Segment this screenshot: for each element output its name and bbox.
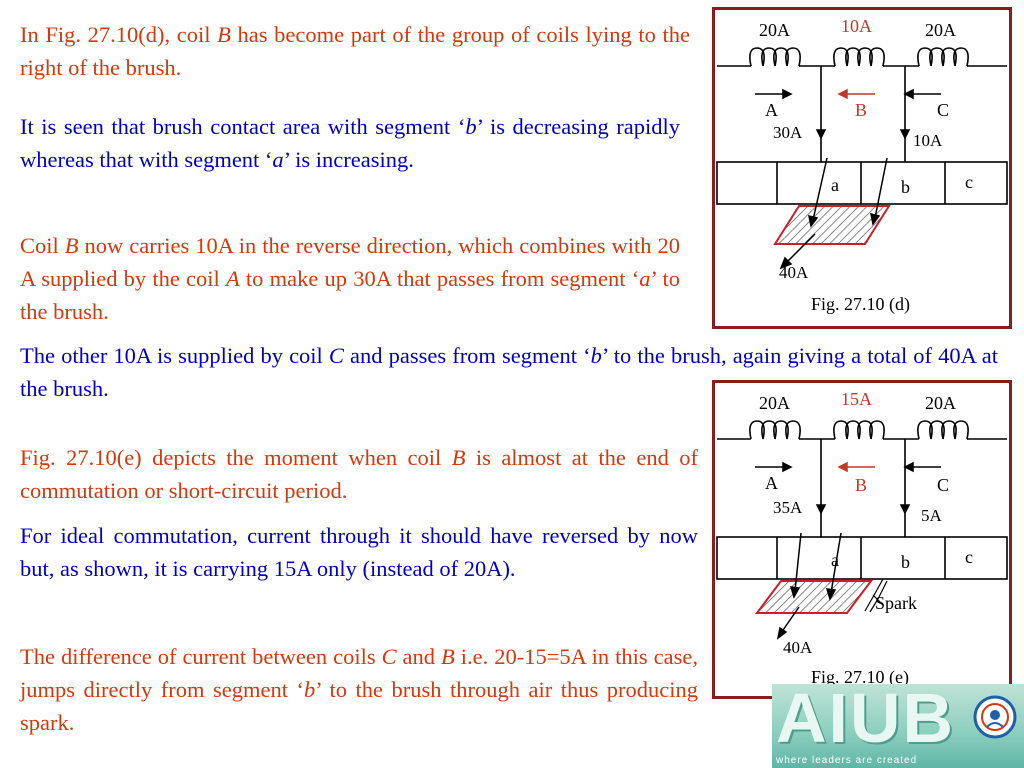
coil-a-winding xyxy=(749,47,801,67)
globe-emblem-icon xyxy=(973,695,1017,739)
label-brush-current: 40A xyxy=(779,263,809,282)
label-coil-a: A xyxy=(765,473,778,493)
logo-tagline: where leaders are created xyxy=(776,755,918,766)
text-run: ’ to the brush, again giving a total of … xyxy=(20,343,998,401)
commutation-diagram-e: 20A 15A 20A A B C 35A 5A a b c Spark 40A… xyxy=(716,389,1008,688)
figure-27-10-d: 20A 10A 20A A B C 30A 10A a b c 40A Fig.… xyxy=(712,7,1012,329)
text-run: The difference of current between coils xyxy=(20,644,382,669)
label-right-lead-current: 5A xyxy=(921,506,943,525)
logo-letters: AIUB xyxy=(776,684,956,757)
text-run: For ideal commutation, current through i… xyxy=(20,523,698,581)
commutation-diagram-d: 20A 10A 20A A B C 30A 10A a b c 40A Fig.… xyxy=(716,16,1008,315)
text-run: ’ to the brush. xyxy=(20,266,680,324)
label-left-lead-current: 35A xyxy=(773,498,803,517)
label-coil-c-current: 20A xyxy=(925,393,956,413)
label-coil-c: C xyxy=(937,475,949,495)
text-run: The other 10A is supplied by coil xyxy=(20,343,329,368)
coil-symbol: B xyxy=(451,445,466,470)
label-segment-b: b xyxy=(901,177,910,197)
text-run: now carries 10A in the reverse direction… xyxy=(20,233,680,291)
coil-a-winding xyxy=(749,420,801,440)
text-run: Coil xyxy=(20,233,65,258)
figure-27-10-e: 20A 15A 20A A B C 35A 5A a b c Spark 40A… xyxy=(712,380,1012,699)
coil-b-winding xyxy=(833,47,885,67)
label-segment-b: b xyxy=(901,552,910,572)
figure-caption-e: Fig. 27.10 (e) xyxy=(811,667,909,688)
label-coil-b: B xyxy=(855,475,867,495)
text-run: is almost at the end of commutation or s… xyxy=(20,445,699,503)
segment-symbol: b xyxy=(465,114,477,139)
label-coil-c-current: 20A xyxy=(925,20,956,40)
coil-b-winding xyxy=(833,420,885,440)
coil-c-winding xyxy=(917,47,969,67)
coil-symbol: C xyxy=(381,644,397,669)
label-coil-b-current: 10A xyxy=(841,16,872,36)
text-run: i.e. 20-15=5A in this case, jumps direct… xyxy=(20,644,698,702)
text-run: It is seen that brush contact area with … xyxy=(20,114,466,139)
label-segment-a: a xyxy=(831,175,839,195)
brush xyxy=(773,205,891,245)
label-coil-b: B xyxy=(855,100,867,120)
coil-symbol: B xyxy=(217,22,231,47)
text-run: Fig. 27.10(e) depicts the moment when co… xyxy=(20,445,452,470)
label-spark: Spark xyxy=(875,593,917,613)
text-run: has become part of the group of coils ly… xyxy=(20,22,690,80)
segment-symbol: b xyxy=(303,677,316,702)
text-run: In Fig. 27.10(d), coil xyxy=(20,22,218,47)
label-coil-a: A xyxy=(765,100,778,120)
label-segment-a: a xyxy=(831,550,839,570)
coil-symbol: B xyxy=(64,233,79,258)
coil-symbol: B xyxy=(441,644,455,669)
text-run: to make up 30A that passes from segment … xyxy=(239,266,640,291)
segment-symbol: a xyxy=(272,147,284,172)
paragraph-coil-b-reverse: Coil B now carries 10A in the reverse di… xyxy=(20,229,680,328)
paragraph-brush-contact-area: It is seen that brush contact area with … xyxy=(20,110,680,176)
text-run: and passes from segment ‘ xyxy=(343,343,591,368)
text-run: ’ to the brush through air thus producin… xyxy=(20,677,698,735)
paragraph-fig-e-moment: Fig. 27.10(e) depicts the moment when co… xyxy=(20,441,698,507)
segment-symbol: a xyxy=(639,266,651,291)
coil-symbol: A xyxy=(225,266,240,291)
brush xyxy=(755,580,873,614)
segment-symbol: b xyxy=(590,343,602,368)
paragraph-other-10a: The other 10A is supplied by coil C and … xyxy=(20,339,998,405)
label-coil-a-current: 20A xyxy=(759,393,790,413)
label-coil-a-current: 20A xyxy=(759,20,790,40)
coil-symbol: C xyxy=(328,343,344,368)
paragraph-ideal-commutation: For ideal commutation, current through i… xyxy=(20,519,698,585)
label-segment-c: c xyxy=(965,172,973,192)
label-left-lead-current: 30A xyxy=(773,123,803,142)
label-brush-current: 40A xyxy=(783,638,813,657)
label-coil-b-current: 15A xyxy=(841,389,872,409)
text-run: and xyxy=(396,644,442,669)
paragraph-spark-difference: The difference of current between coils … xyxy=(20,640,698,739)
aiub-logo: AIUB where leaders are created xyxy=(772,684,1024,768)
text-run: ’ is decreasing rapidly whereas that wit… xyxy=(20,114,680,172)
label-coil-c: C xyxy=(937,100,949,120)
coil-c-winding xyxy=(917,420,969,440)
paragraph-coil-b-right-group: In Fig. 27.10(d), coil B has become part… xyxy=(20,18,690,84)
text-run: ’ is increasing. xyxy=(283,147,414,172)
figure-caption-d: Fig. 27.10 (d) xyxy=(811,294,910,315)
label-segment-c: c xyxy=(965,547,973,567)
label-right-lead-current: 10A xyxy=(913,131,943,150)
spark-lines xyxy=(864,578,888,613)
